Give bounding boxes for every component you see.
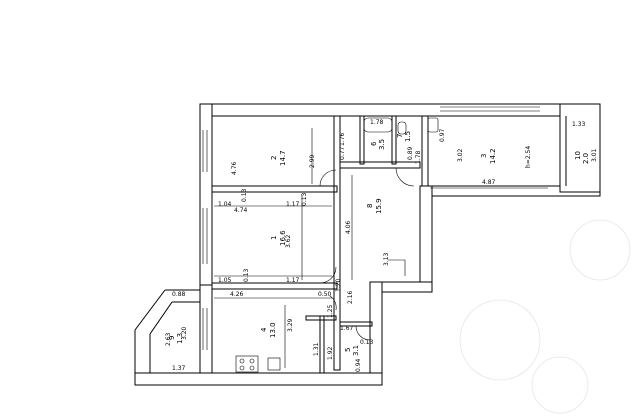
- svg-text:4: 4: [260, 327, 268, 332]
- dim-4-26: 4.26: [230, 291, 244, 298]
- dim-1-33: 1.33: [572, 121, 586, 128]
- svg-text:3: 3: [480, 154, 488, 158]
- dim-3-01: 3.01: [591, 148, 598, 162]
- dim-0-89: 0.89: [407, 146, 414, 160]
- dim-3-02: 3.02: [457, 148, 464, 162]
- dim-4-76: 4.76: [231, 161, 238, 175]
- dim-1-78-top: 1.78: [370, 119, 384, 126]
- doors: [319, 167, 415, 341]
- svg-text:13.0: 13.0: [269, 322, 277, 338]
- room-7-label: 7 1.5: [396, 131, 412, 142]
- svg-text:10: 10: [574, 151, 582, 160]
- dim-4-06: 4.06: [345, 220, 352, 234]
- svg-text:2: 2: [270, 156, 278, 160]
- svg-text:6: 6: [370, 141, 378, 146]
- dim-0-13-d: 0.13: [360, 339, 374, 346]
- windows: [202, 106, 540, 350]
- room-1-label: 1 16.6: [270, 230, 287, 246]
- background-stamp: [459, 219, 631, 414]
- svg-text:2.0: 2.0: [582, 153, 590, 164]
- room-2-label: 2 14.7: [270, 150, 287, 166]
- dim-1-76: 1.76: [339, 132, 346, 146]
- dim-1-25: 1.25: [327, 304, 334, 318]
- dim-2-63: 2.63: [165, 332, 172, 346]
- interior-walls: [211, 115, 429, 374]
- svg-text:1: 1: [270, 236, 278, 240]
- svg-text:15.9: 15.9: [375, 198, 383, 214]
- room-10-label: 10 2.0: [574, 151, 590, 164]
- svg-text:5: 5: [344, 348, 352, 352]
- room-4-label: 4 13.0: [260, 322, 277, 338]
- room-3-label: 3 14.2: [480, 148, 497, 164]
- toilet-icon: [397, 121, 407, 135]
- dim-h-2-54: h=2.54: [525, 146, 532, 168]
- dim-0-50: 0.50: [318, 291, 332, 298]
- dim-3-62: 3.62: [285, 234, 292, 248]
- exterior-walls: [134, 103, 601, 386]
- svg-text:8: 8: [366, 204, 374, 208]
- bathtub-icon: [363, 117, 393, 133]
- svg-text:1.5: 1.5: [404, 131, 412, 142]
- dim-1-92: 1.92: [327, 346, 334, 360]
- dim-2-99: 2.99: [309, 154, 316, 168]
- dimension-labels: 4.76 2.99 1.76 0.77 1.78 0.97 0.89 1.78 …: [165, 119, 598, 372]
- dim-1-17: 1.17: [286, 201, 300, 208]
- dim-1-20: 1.20: [335, 278, 342, 292]
- dim-1-17-b: 1.17: [286, 277, 300, 284]
- dimension-lines: [214, 128, 548, 368]
- svg-text:3.1: 3.1: [352, 345, 360, 356]
- dim-0-88: 0.88: [172, 291, 186, 298]
- svg-text:14.7: 14.7: [279, 150, 287, 166]
- room-8-label: 8 15.9: [366, 198, 383, 214]
- dim-0-77: 0.77: [339, 146, 346, 160]
- svg-text:16.6: 16.6: [279, 230, 287, 246]
- dim-3-13: 3.13: [383, 252, 390, 266]
- dim-0-97: 0.97: [439, 128, 446, 142]
- dim-1-78: 1.78: [415, 150, 422, 164]
- svg-text:7: 7: [396, 134, 404, 138]
- room-6-label: 6 3.5: [370, 139, 386, 150]
- dim-0-13-b: 0.13: [301, 192, 308, 206]
- stove-icon: [235, 355, 259, 373]
- room-9-label: 9 1.3: [168, 333, 184, 344]
- dim-1-31: 1.31: [313, 342, 320, 356]
- dim-2-16: 2.16: [347, 290, 354, 304]
- svg-text:3.5: 3.5: [378, 139, 386, 150]
- svg-text:9: 9: [168, 336, 176, 340]
- dim-1-05: 1.05: [218, 277, 232, 284]
- svg-text:14.2: 14.2: [489, 148, 497, 164]
- room-labels: 2 14.7 1 16.6 3 14.2 4 13.0 8 15.9 5 3.1…: [168, 131, 590, 356]
- fixtures: [235, 117, 439, 373]
- kitchen-sink-icon: [267, 357, 281, 371]
- dim-0-94: 0.94: [355, 358, 362, 372]
- sink-icon: [427, 117, 439, 133]
- dim-3-20: 3.20: [181, 326, 188, 340]
- dim-4-87: 4.87: [482, 179, 496, 186]
- dim-1-37: 1.37: [172, 365, 186, 372]
- dim-1-04: 1.04: [218, 201, 232, 208]
- dim-4-74: 4.74: [234, 207, 248, 214]
- dim-1-67: 1.67: [340, 325, 354, 332]
- svg-text:1.3: 1.3: [176, 333, 184, 344]
- dim-3-29: 3.29: [287, 318, 294, 332]
- room-5-label: 5 3.1: [344, 345, 360, 356]
- dim-0-13-c: 0.13: [243, 268, 250, 282]
- dim-0-13-a: 0.13: [241, 188, 248, 202]
